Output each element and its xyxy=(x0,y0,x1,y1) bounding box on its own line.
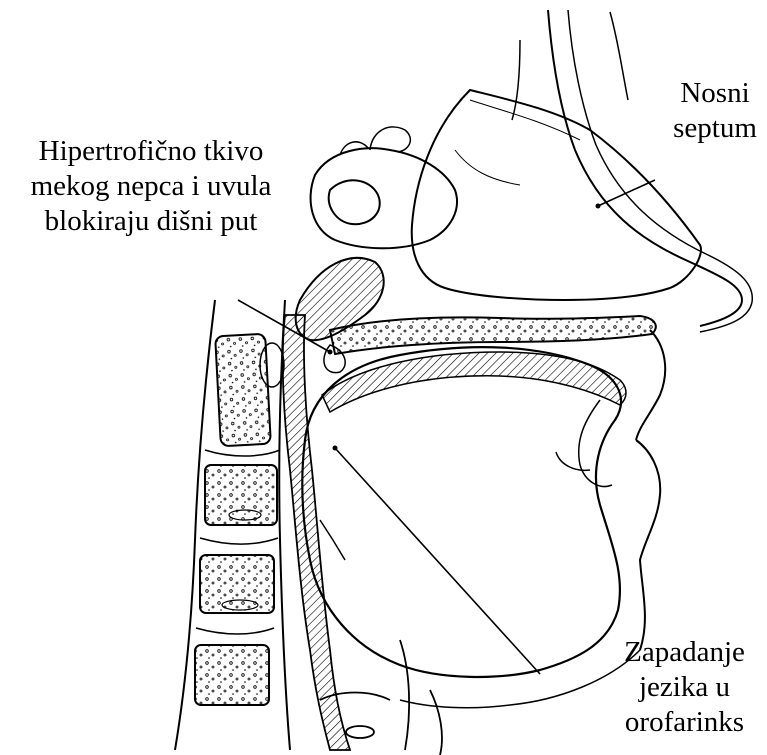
pointer-dot-palate xyxy=(328,350,333,355)
sinus-turbinates xyxy=(311,127,457,248)
label-line: Nosni xyxy=(660,76,767,111)
nasal-septum xyxy=(412,90,701,300)
label-line: Zapadanje xyxy=(602,635,767,670)
label-line: Hipertrofično tkivo xyxy=(2,134,300,169)
label-tongue-collapse: Zapadanje jezika u orofarinks xyxy=(602,635,767,740)
leader-line-septum xyxy=(598,180,655,206)
nasal-bone xyxy=(512,10,752,332)
cervical-spine xyxy=(175,300,290,750)
label-line: jezika u xyxy=(602,670,767,705)
label-hypertrophic-palate: Hipertrofično tkivo mekog nepca i uvula … xyxy=(2,134,300,239)
pointer-dot-tongue xyxy=(333,446,338,451)
label-line: blokiraju dišni put xyxy=(2,204,300,239)
label-line: orofarinks xyxy=(602,705,767,740)
soft-palate-uvula xyxy=(296,258,384,373)
label-line: mekog nepca i uvula xyxy=(2,169,300,204)
label-nasal-septum: Nosni septum xyxy=(660,76,767,146)
tongue xyxy=(302,347,626,677)
label-line: septum xyxy=(660,111,767,146)
pointer-dot-septum xyxy=(596,204,601,209)
